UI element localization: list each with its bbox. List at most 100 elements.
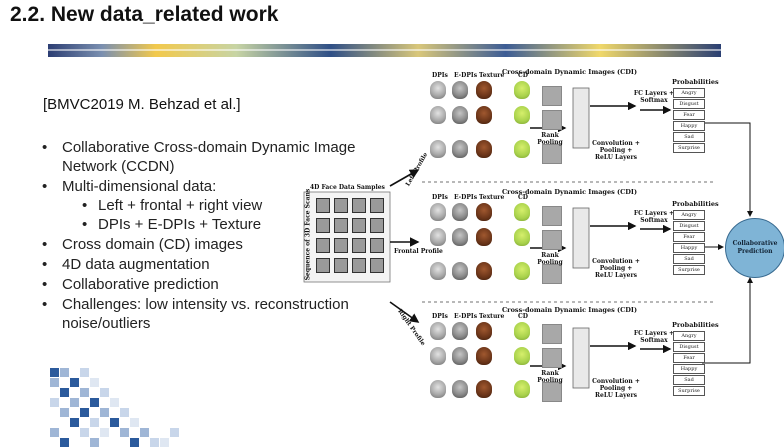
- sub-bullet-item: Left + frontal + right view: [62, 196, 360, 215]
- emotion-angry: Angry: [673, 88, 705, 98]
- face-scan-frame: [370, 218, 384, 233]
- bullet-item: Challenges: low intensity vs. reconstruc…: [40, 295, 360, 333]
- mosaic-tile: [80, 388, 89, 397]
- conv-label: Convolution + Pooling + ReLU Layers: [592, 140, 640, 161]
- sub-bullet-item: DPIs + E-DPIs + Texture: [62, 215, 360, 234]
- mosaic-tile: [100, 408, 109, 417]
- edpi-image: [452, 347, 468, 365]
- mosaic-tile: [90, 378, 99, 387]
- mosaic-tile: [50, 398, 59, 407]
- mosaic-tile: [60, 408, 69, 417]
- cd-image: [514, 140, 530, 158]
- emotion-sad: Sad: [673, 254, 705, 264]
- texture-image: [476, 347, 492, 365]
- edpi-image: [452, 106, 468, 124]
- mosaic-tile: [80, 408, 89, 417]
- mosaic-tile: [70, 378, 79, 387]
- emotion-happy: Happy: [673, 243, 705, 253]
- emotion-surprise: Surprise: [673, 386, 705, 396]
- mosaic-tile: [50, 368, 59, 377]
- emotion-disgust: Disgust: [673, 99, 705, 109]
- mosaic-tile: [70, 418, 79, 427]
- mosaic-tile: [170, 428, 179, 437]
- cd-image: [514, 81, 530, 99]
- edpi-image: [452, 380, 468, 398]
- cdi-image: [542, 230, 562, 250]
- mosaic-tile: [90, 398, 99, 407]
- emotion-sad: Sad: [673, 375, 705, 385]
- dpi-image: [430, 228, 446, 246]
- cdi-image: [542, 324, 562, 344]
- mosaic-tile: [110, 398, 119, 407]
- texture-image: [476, 380, 492, 398]
- face-scan-frame: [352, 218, 366, 233]
- cd-image: [514, 380, 530, 398]
- probabilities-title: Probabilities: [672, 78, 719, 86]
- edpi-image: [452, 81, 468, 99]
- citation: [BMVC2019 M. Behzad et al.]: [43, 96, 241, 113]
- ccdn-architecture-diagram: 4D Face Data Samples Sequence of 3D Face…: [290, 66, 784, 441]
- probabilities-title: Probabilities: [672, 200, 719, 208]
- texture-image: [476, 262, 492, 280]
- rank-pooling-label: Rank Pooling: [537, 370, 563, 384]
- bullet-list: Collaborative Cross-domain Dynamic Image…: [40, 138, 360, 334]
- cd-image: [514, 106, 530, 124]
- col-header-edpis: E-DPIs: [454, 194, 478, 201]
- sequence-label: Sequence of 3D Face Scans: [304, 188, 312, 281]
- face-scan-frame: [334, 198, 348, 213]
- bullet-text: Multi-dimensional data:: [62, 178, 217, 195]
- face-scan-frame: [334, 238, 348, 253]
- samples-title: 4D Face Data Samples: [310, 184, 385, 191]
- conv-label: Convolution + Pooling + ReLU Layers: [592, 378, 640, 399]
- mosaic-tile: [60, 438, 69, 447]
- fc-label: FC Layers + Softmax: [633, 330, 675, 344]
- edpi-image: [452, 203, 468, 221]
- emotion-happy: Happy: [673, 364, 705, 374]
- emotion-fear: Fear: [673, 110, 705, 120]
- mosaic-tile: [80, 428, 89, 437]
- bullet-item: Multi-dimensional data: Left + frontal +…: [40, 177, 360, 234]
- mosaic-tile: [130, 438, 139, 447]
- col-header-edpis: E-DPIs: [454, 313, 478, 320]
- col-header-dpis: DPIs: [432, 313, 448, 320]
- cd-image: [514, 322, 530, 340]
- probabilities-title: Probabilities: [672, 321, 719, 329]
- bullet-item: Cross domain (CD) images: [40, 235, 360, 254]
- cd-image: [514, 347, 530, 365]
- face-scan-frame: [352, 238, 366, 253]
- face-scan-frame: [370, 258, 384, 273]
- mosaic-tile: [60, 388, 69, 397]
- cdi-image: [542, 264, 562, 284]
- emotion-angry: Angry: [673, 331, 705, 341]
- dpi-image: [430, 203, 446, 221]
- face-scan-frame: [370, 238, 384, 253]
- edpi-image: [452, 262, 468, 280]
- col-header-edpis: E-DPIs: [454, 72, 478, 79]
- face-scan-frame: [370, 198, 384, 213]
- face-scan-frame: [316, 218, 330, 233]
- cdi-title: Cross-domain Dynamic Images (CDI): [502, 306, 638, 314]
- texture-image: [476, 322, 492, 340]
- dpi-image: [430, 140, 446, 158]
- emotion-happy: Happy: [673, 121, 705, 131]
- cdi-title: Cross-domain Dynamic Images (CDI): [502, 188, 638, 196]
- mosaic-tile: [70, 398, 79, 407]
- edpi-image: [452, 140, 468, 158]
- mosaic-tile: [130, 418, 139, 427]
- emotion-fear: Fear: [673, 353, 705, 363]
- fc-label: FC Layers + Softmax: [633, 210, 675, 224]
- fc-label: FC Layers + Softmax: [633, 90, 675, 104]
- mosaic-tile: [120, 408, 129, 417]
- mosaic-tile: [60, 368, 69, 377]
- face-scan-frame: [316, 238, 330, 253]
- cdi-image: [542, 206, 562, 226]
- cd-image: [514, 262, 530, 280]
- bullet-item: 4D data augmentation: [40, 255, 360, 274]
- cdi-image: [542, 86, 562, 106]
- face-scan-frame: [316, 258, 330, 273]
- cdi-image: [542, 348, 562, 368]
- cdi-image: [542, 110, 562, 130]
- dpi-image: [430, 380, 446, 398]
- col-header-texture: Texture: [479, 313, 505, 320]
- texture-image: [476, 81, 492, 99]
